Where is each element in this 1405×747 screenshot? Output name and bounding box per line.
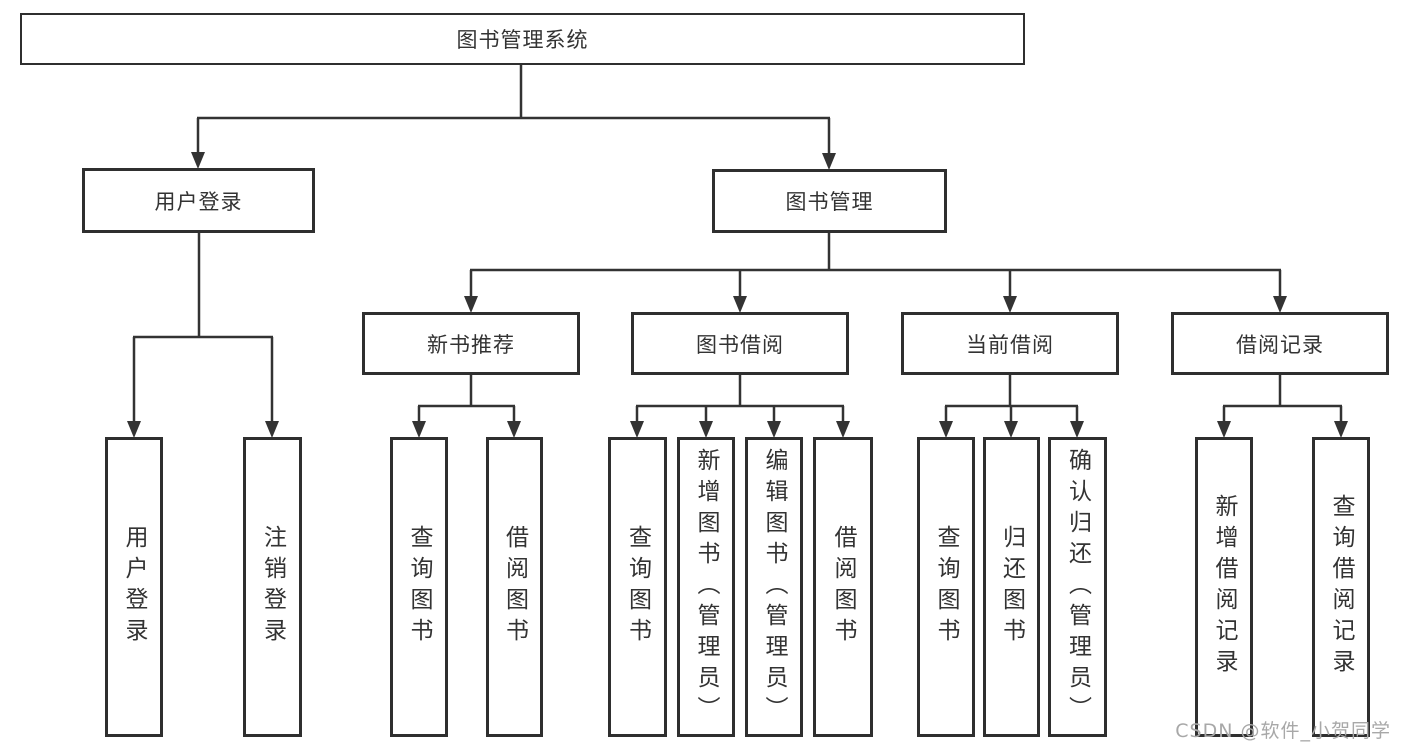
leaf-query-borrow-record-label: 查询借阅记录	[1328, 494, 1354, 680]
node-library-management-system: 图书管理系统	[20, 13, 1025, 65]
leaf-query-book-1: 查询图书	[390, 437, 448, 737]
leaf-borrow-book-2: 借阅图书	[813, 437, 873, 737]
node-current-borrow-label: 当前借阅	[966, 332, 1054, 357]
leaf-user-login-label: 用户登录	[121, 525, 147, 649]
leaf-user-login: 用户登录	[105, 437, 163, 737]
leaf-logout-login-label: 注销登录	[259, 525, 286, 649]
node-current-borrow: 当前借阅	[901, 312, 1119, 375]
leaf-add-borrow-record-label: 新增借阅记录	[1211, 494, 1237, 680]
leaf-query-book-1-label: 查询图书	[406, 525, 432, 649]
node-user-login: 用户登录	[82, 168, 315, 233]
node-book-borrow-label: 图书借阅	[696, 332, 784, 357]
node-user-login-label: 用户登录	[154, 189, 243, 214]
leaf-add-book-admin: 新增图书（管理员）	[677, 437, 735, 737]
csdn-watermark: CSDN @软件_小贺同学	[1175, 720, 1391, 742]
leaf-borrow-book-1: 借阅图书	[486, 437, 543, 737]
leaf-borrow-book-1-label: 借阅图书	[501, 525, 528, 649]
leaf-borrow-book-2-label: 借阅图书	[830, 525, 856, 649]
leaf-edit-book-admin: 编辑图书（管理员）	[745, 437, 803, 737]
leaf-logout-login: 注销登录	[243, 437, 302, 737]
leaf-query-book-2-label: 查询图书	[624, 525, 651, 649]
leaf-confirm-return-admin: 确认归还（管理员）	[1048, 437, 1107, 737]
leaf-query-book-3-label: 查询图书	[933, 525, 959, 649]
node-book-management: 图书管理	[712, 169, 947, 233]
node-book-borrow: 图书借阅	[631, 312, 849, 375]
leaf-query-book-3: 查询图书	[917, 437, 975, 737]
leaf-return-book-label: 归还图书	[998, 525, 1025, 649]
leaf-add-book-admin-label: 新增图书（管理员）	[693, 447, 719, 727]
node-new-book-recommend-label: 新书推荐	[427, 332, 515, 357]
leaf-query-book-2: 查询图书	[608, 437, 667, 737]
node-borrow-record-label: 借阅记录	[1236, 332, 1324, 357]
leaf-confirm-return-admin-label: 确认归还（管理员）	[1064, 447, 1091, 727]
node-book-management-label: 图书管理	[785, 190, 874, 214]
leaf-add-borrow-record: 新增借阅记录	[1195, 437, 1253, 737]
leaf-query-borrow-record: 查询借阅记录	[1312, 437, 1370, 737]
node-library-management-system-label: 图书管理系统	[456, 28, 589, 52]
leaf-edit-book-admin-label: 编辑图书（管理员）	[761, 447, 787, 727]
node-new-book-recommend: 新书推荐	[362, 312, 580, 375]
arrowheads	[127, 152, 1348, 438]
node-borrow-record: 借阅记录	[1171, 312, 1389, 375]
leaf-return-book: 归还图书	[983, 437, 1040, 737]
